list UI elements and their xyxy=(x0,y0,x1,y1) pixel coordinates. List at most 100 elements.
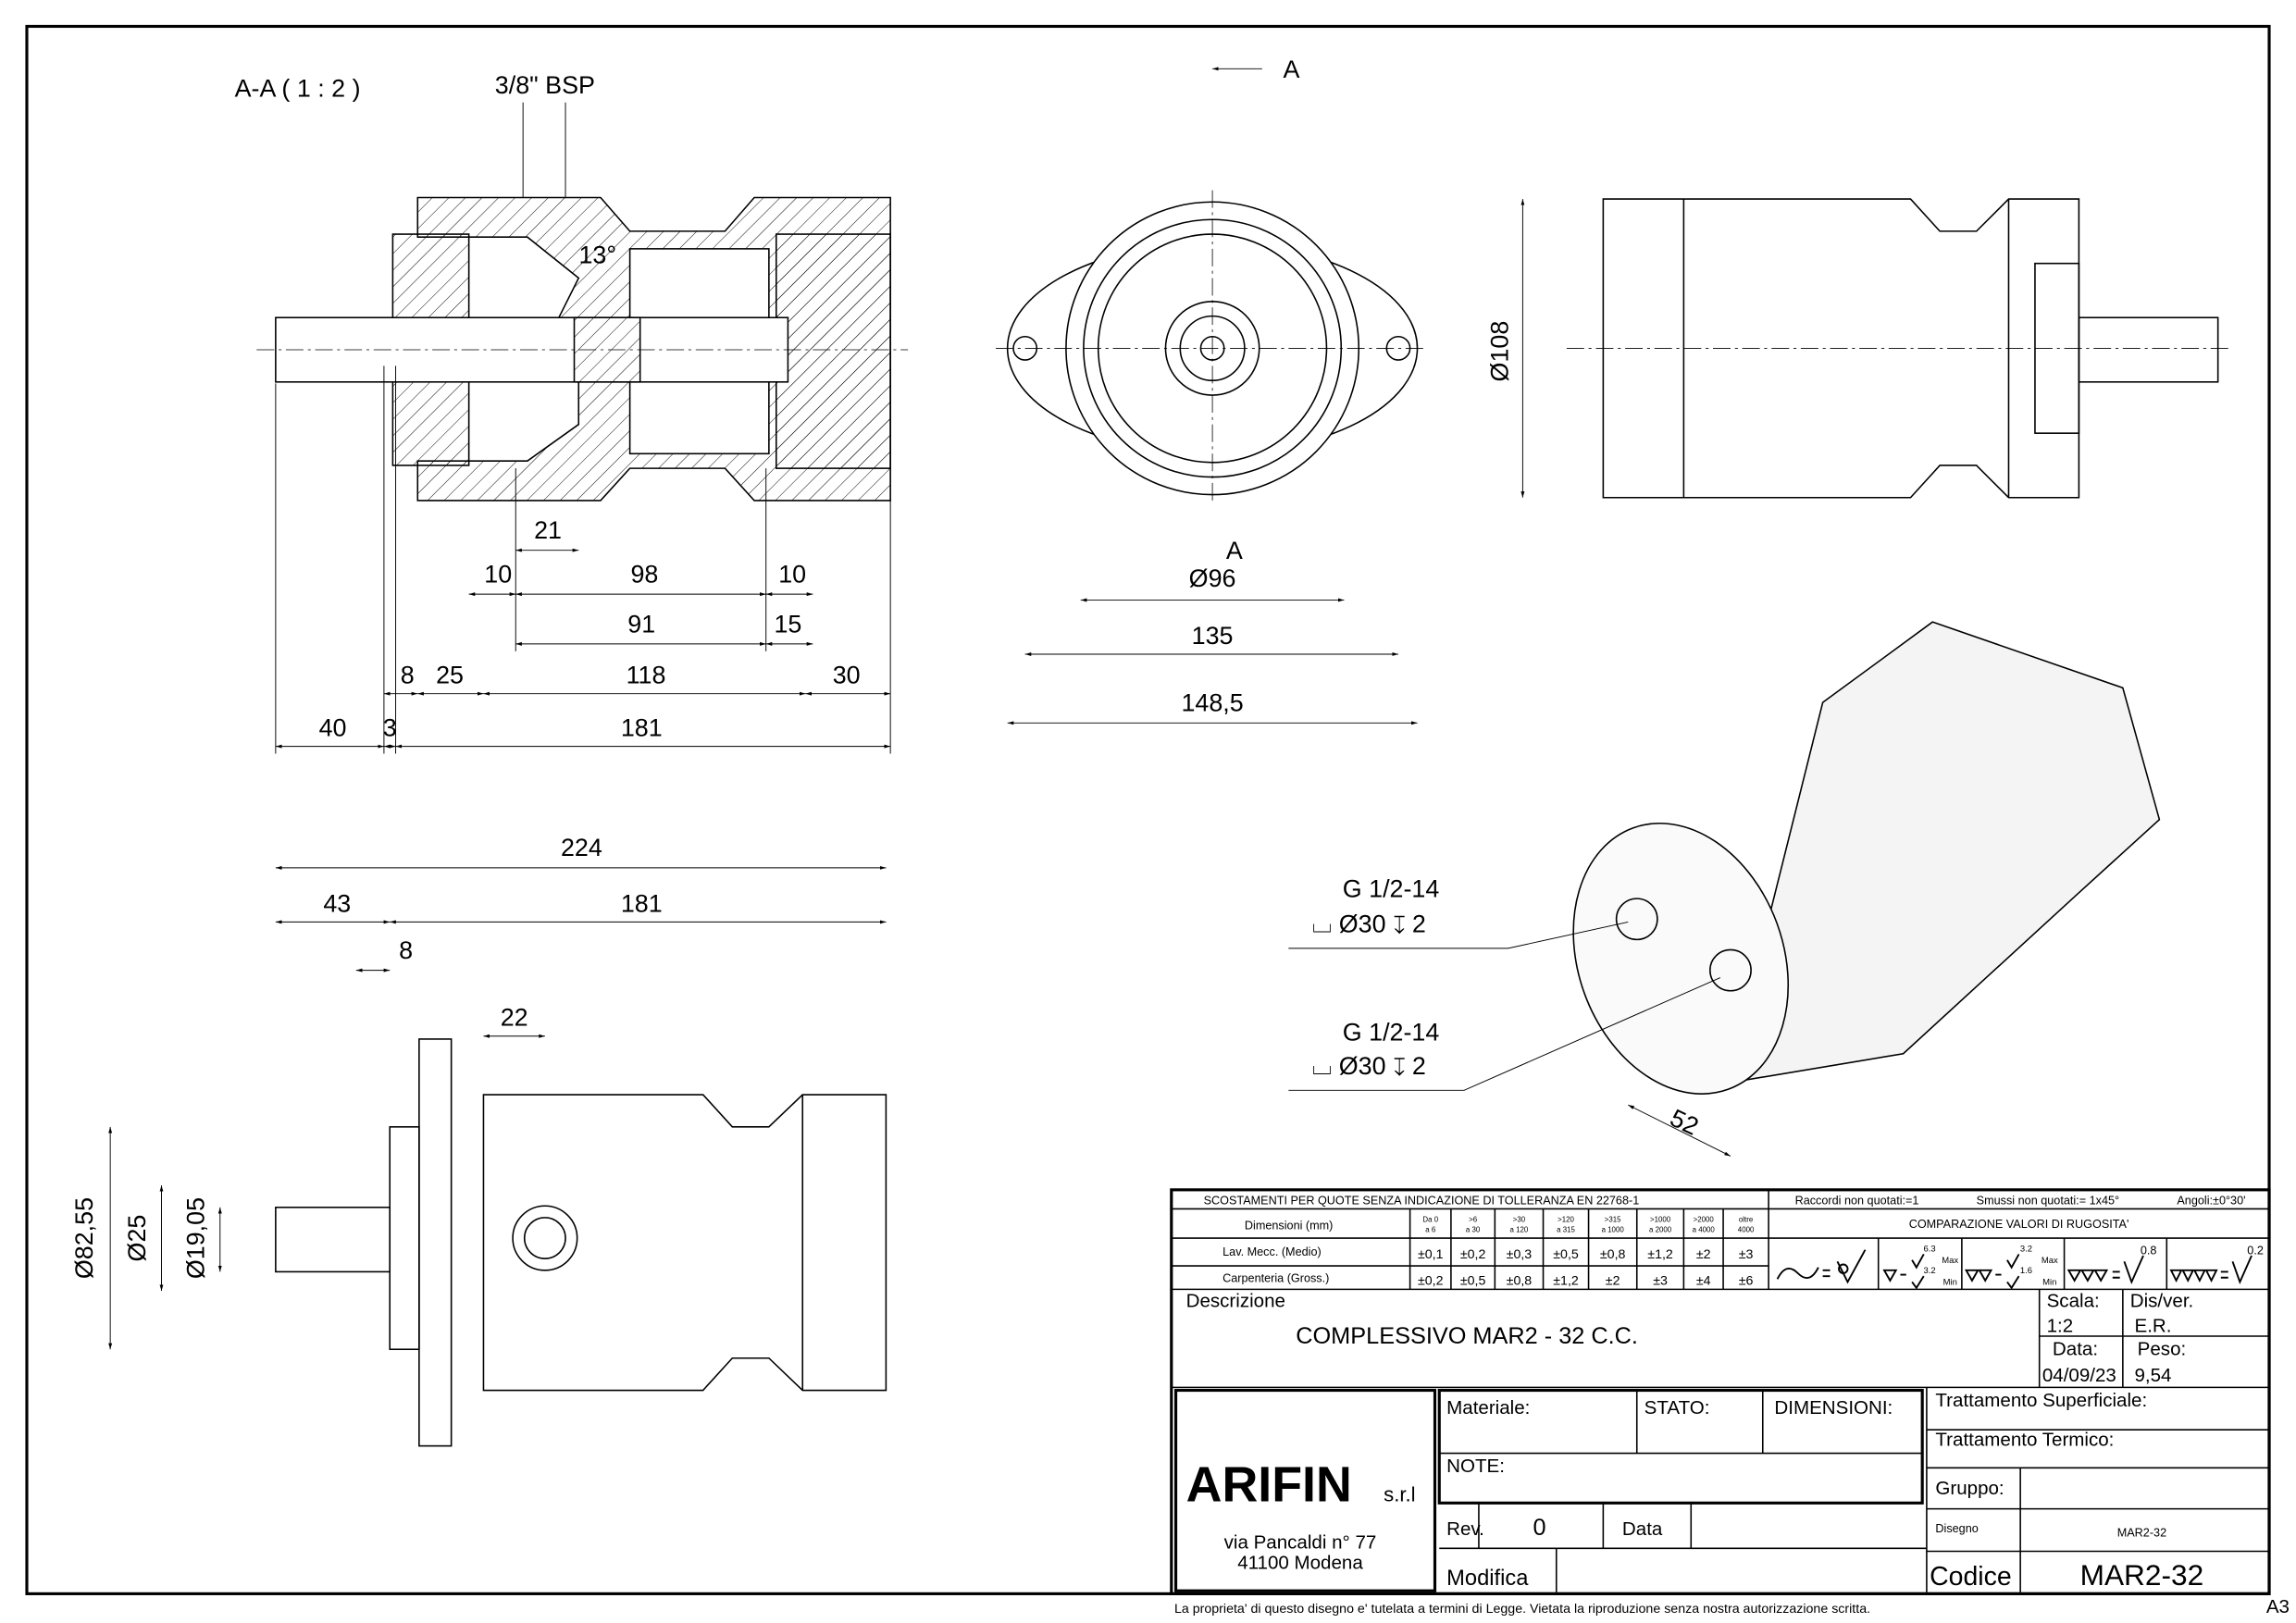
tolerance-value-lav: ±0,8 xyxy=(1600,1247,1626,1262)
range-to: a 6 xyxy=(1425,1226,1436,1234)
tolerance-value-carp: ±3 xyxy=(1653,1274,1668,1289)
tolerance-value-carp: ±4 xyxy=(1696,1274,1711,1289)
range-from: >120 xyxy=(1558,1216,1574,1224)
check-r4-icon xyxy=(2231,1255,2253,1285)
tolerance-value-carp: ±0,8 xyxy=(1507,1274,1533,1289)
dim-43: 43 xyxy=(323,889,351,917)
range-to: a 315 xyxy=(1557,1226,1575,1234)
row-label-carp: Carpenteria (Gross.) xyxy=(1222,1271,1329,1284)
dim-10-left: 10 xyxy=(484,560,512,588)
rug-min-2: Min xyxy=(2042,1278,2056,1288)
drawing-description: COMPLESSIVO MAR2 - 32 C.C. xyxy=(1296,1323,1638,1349)
range-from: oltre xyxy=(1739,1216,1754,1224)
rev-value: 0 xyxy=(1533,1515,1545,1541)
side-view: Ø108 xyxy=(1486,198,2233,499)
dim-d82-55: Ø82,55 xyxy=(70,1197,98,1279)
rug-max-2: Max xyxy=(2042,1256,2058,1266)
address-line1: via Pancaldi n° 77 xyxy=(1224,1531,1377,1553)
note-label: NOTE: xyxy=(1446,1456,1505,1477)
range-to: 4000 xyxy=(1738,1226,1755,1234)
sheet-format: A3 xyxy=(2266,1596,2290,1617)
rug-r3: 0.8 xyxy=(2141,1244,2157,1257)
rugosita-title: COMPARAZIONE VALORI DI RUGOSITA' xyxy=(1909,1218,2129,1231)
rug-max-1: Max xyxy=(1942,1256,1958,1266)
tolerance-value-carp: ±1,2 xyxy=(1553,1274,1579,1289)
dim-148-5: 148,5 xyxy=(1181,689,1243,717)
angoli-note: Angoli:±0°30' xyxy=(2177,1195,2245,1208)
disver-label: Dis/ver. xyxy=(2130,1290,2194,1311)
port2-spec: ⌴ Ø30 ↧ 2 xyxy=(1312,1052,1426,1080)
check-r2-max-icon xyxy=(2006,1253,2020,1270)
dim-181-bottom: 181 xyxy=(621,889,663,917)
dim-21: 21 xyxy=(534,516,562,544)
disver-value: E.R. xyxy=(2135,1315,2172,1336)
dim-52: 52 xyxy=(1666,1104,1703,1141)
codice-label: Codice xyxy=(1930,1562,2012,1592)
rug-min-1: Min xyxy=(1943,1278,1957,1288)
triangle-4-icon xyxy=(2169,1269,2218,1283)
dimensioni-label: DIMENSIONI: xyxy=(1774,1397,1893,1419)
data-label: Data: xyxy=(2053,1339,2098,1360)
dim-22: 22 xyxy=(501,1004,528,1032)
range-from: >2000 xyxy=(1694,1216,1715,1224)
angle-label: 13° xyxy=(578,242,616,269)
dim-98: 98 xyxy=(630,560,658,588)
sheet-border xyxy=(25,24,2271,1595)
triangle-2-icon xyxy=(1964,1269,1993,1282)
dim-181: 181 xyxy=(621,714,663,742)
rug-r1-max: 6.3 xyxy=(1923,1244,1935,1254)
rug-r2-max: 3.2 xyxy=(2020,1244,2032,1254)
tratt-term-label: Trattamento Termico: xyxy=(1935,1430,2114,1451)
raccordi-note: Raccordi non quotati:=1 xyxy=(1795,1195,1919,1208)
tolerance-value-lav: ±0,1 xyxy=(1418,1247,1444,1262)
check-r3-icon xyxy=(2123,1255,2144,1285)
dim-3: 3 xyxy=(383,714,397,742)
iso-view: G 1/2-14 ⌴ Ø30 ↧ 2 G 1/2-14 ⌴ Ø30 ↧ 2 52 xyxy=(1288,621,2161,1157)
dim-8-bottom: 8 xyxy=(399,936,413,964)
peso-value: 9,54 xyxy=(2135,1365,2172,1386)
cut-label-top: A xyxy=(1284,56,1300,83)
rug-r1-min: 3.2 xyxy=(1923,1266,1935,1276)
triangle-3-icon xyxy=(2066,1269,2109,1282)
port1-spec: ⌴ Ø30 ↧ 2 xyxy=(1312,910,1426,937)
check-r2-min-icon xyxy=(2006,1275,2020,1290)
check-r1-max-icon xyxy=(1911,1253,1925,1270)
rev-label: Rev. xyxy=(1446,1518,1484,1540)
scala-value: 1:2 xyxy=(2047,1315,2074,1336)
cut-label-bottom: A xyxy=(1226,537,1243,564)
range-from: >1000 xyxy=(1650,1216,1671,1224)
roughness-symbols xyxy=(1776,1249,2253,1290)
smussi-note: Smussi non quotati:= 1x45° xyxy=(1977,1195,2119,1208)
bottom-view: 224 43 181 8 22 Ø82,55 Ø25 Ø19,05 xyxy=(70,834,887,1447)
descrizione-label: Descrizione xyxy=(1186,1290,1285,1311)
dim-118: 118 xyxy=(627,662,666,689)
port1-thread: G 1/2-14 xyxy=(1343,875,1440,903)
disegno-label: Disegno xyxy=(1935,1522,1978,1535)
disegno-value: MAR2-32 xyxy=(2117,1527,2166,1540)
dim-91: 91 xyxy=(627,610,655,638)
dim-25: 25 xyxy=(436,662,464,689)
tilde-symbol-icon xyxy=(1776,1267,1819,1280)
thread-label: 3/8" BSP xyxy=(495,71,595,99)
check-r1-min-icon xyxy=(1911,1275,1925,1290)
section-view: A-A ( 1 : 2 ) 3/8" BSP 13° 21 10 98 10 9… xyxy=(235,71,909,754)
range-from: >315 xyxy=(1605,1216,1621,1224)
dim-10-right: 10 xyxy=(778,560,806,588)
dim-d96: Ø96 xyxy=(1189,564,1236,592)
dim-15: 15 xyxy=(774,610,801,638)
dim-d25: Ø25 xyxy=(123,1215,151,1262)
tolerance-value-lav: ±3 xyxy=(1739,1247,1754,1262)
section-title: A-A ( 1 : 2 ) xyxy=(235,74,361,102)
company-suffix: s.r.l xyxy=(1384,1483,1415,1506)
range-from: >6 xyxy=(1469,1216,1478,1224)
dim-224: 224 xyxy=(561,834,602,861)
peso-label: Peso: xyxy=(2138,1339,2187,1360)
tolerance-value-carp: ±6 xyxy=(1739,1274,1754,1289)
tolerance-table: SCOSTAMENTI PER QUOTE SENZA INDICAZIONE … xyxy=(1170,1188,2271,1595)
address-line2: 41100 Modena xyxy=(1237,1552,1363,1573)
dim-135: 135 xyxy=(1192,622,1234,650)
data-value: 04/09/23 xyxy=(2042,1365,2116,1386)
copyright-notice: La proprieta' di questo disegno e' tutel… xyxy=(1174,1602,1870,1617)
unmachined-symbol-icon xyxy=(1836,1249,1867,1284)
range-from: Da 0 xyxy=(1422,1216,1438,1224)
